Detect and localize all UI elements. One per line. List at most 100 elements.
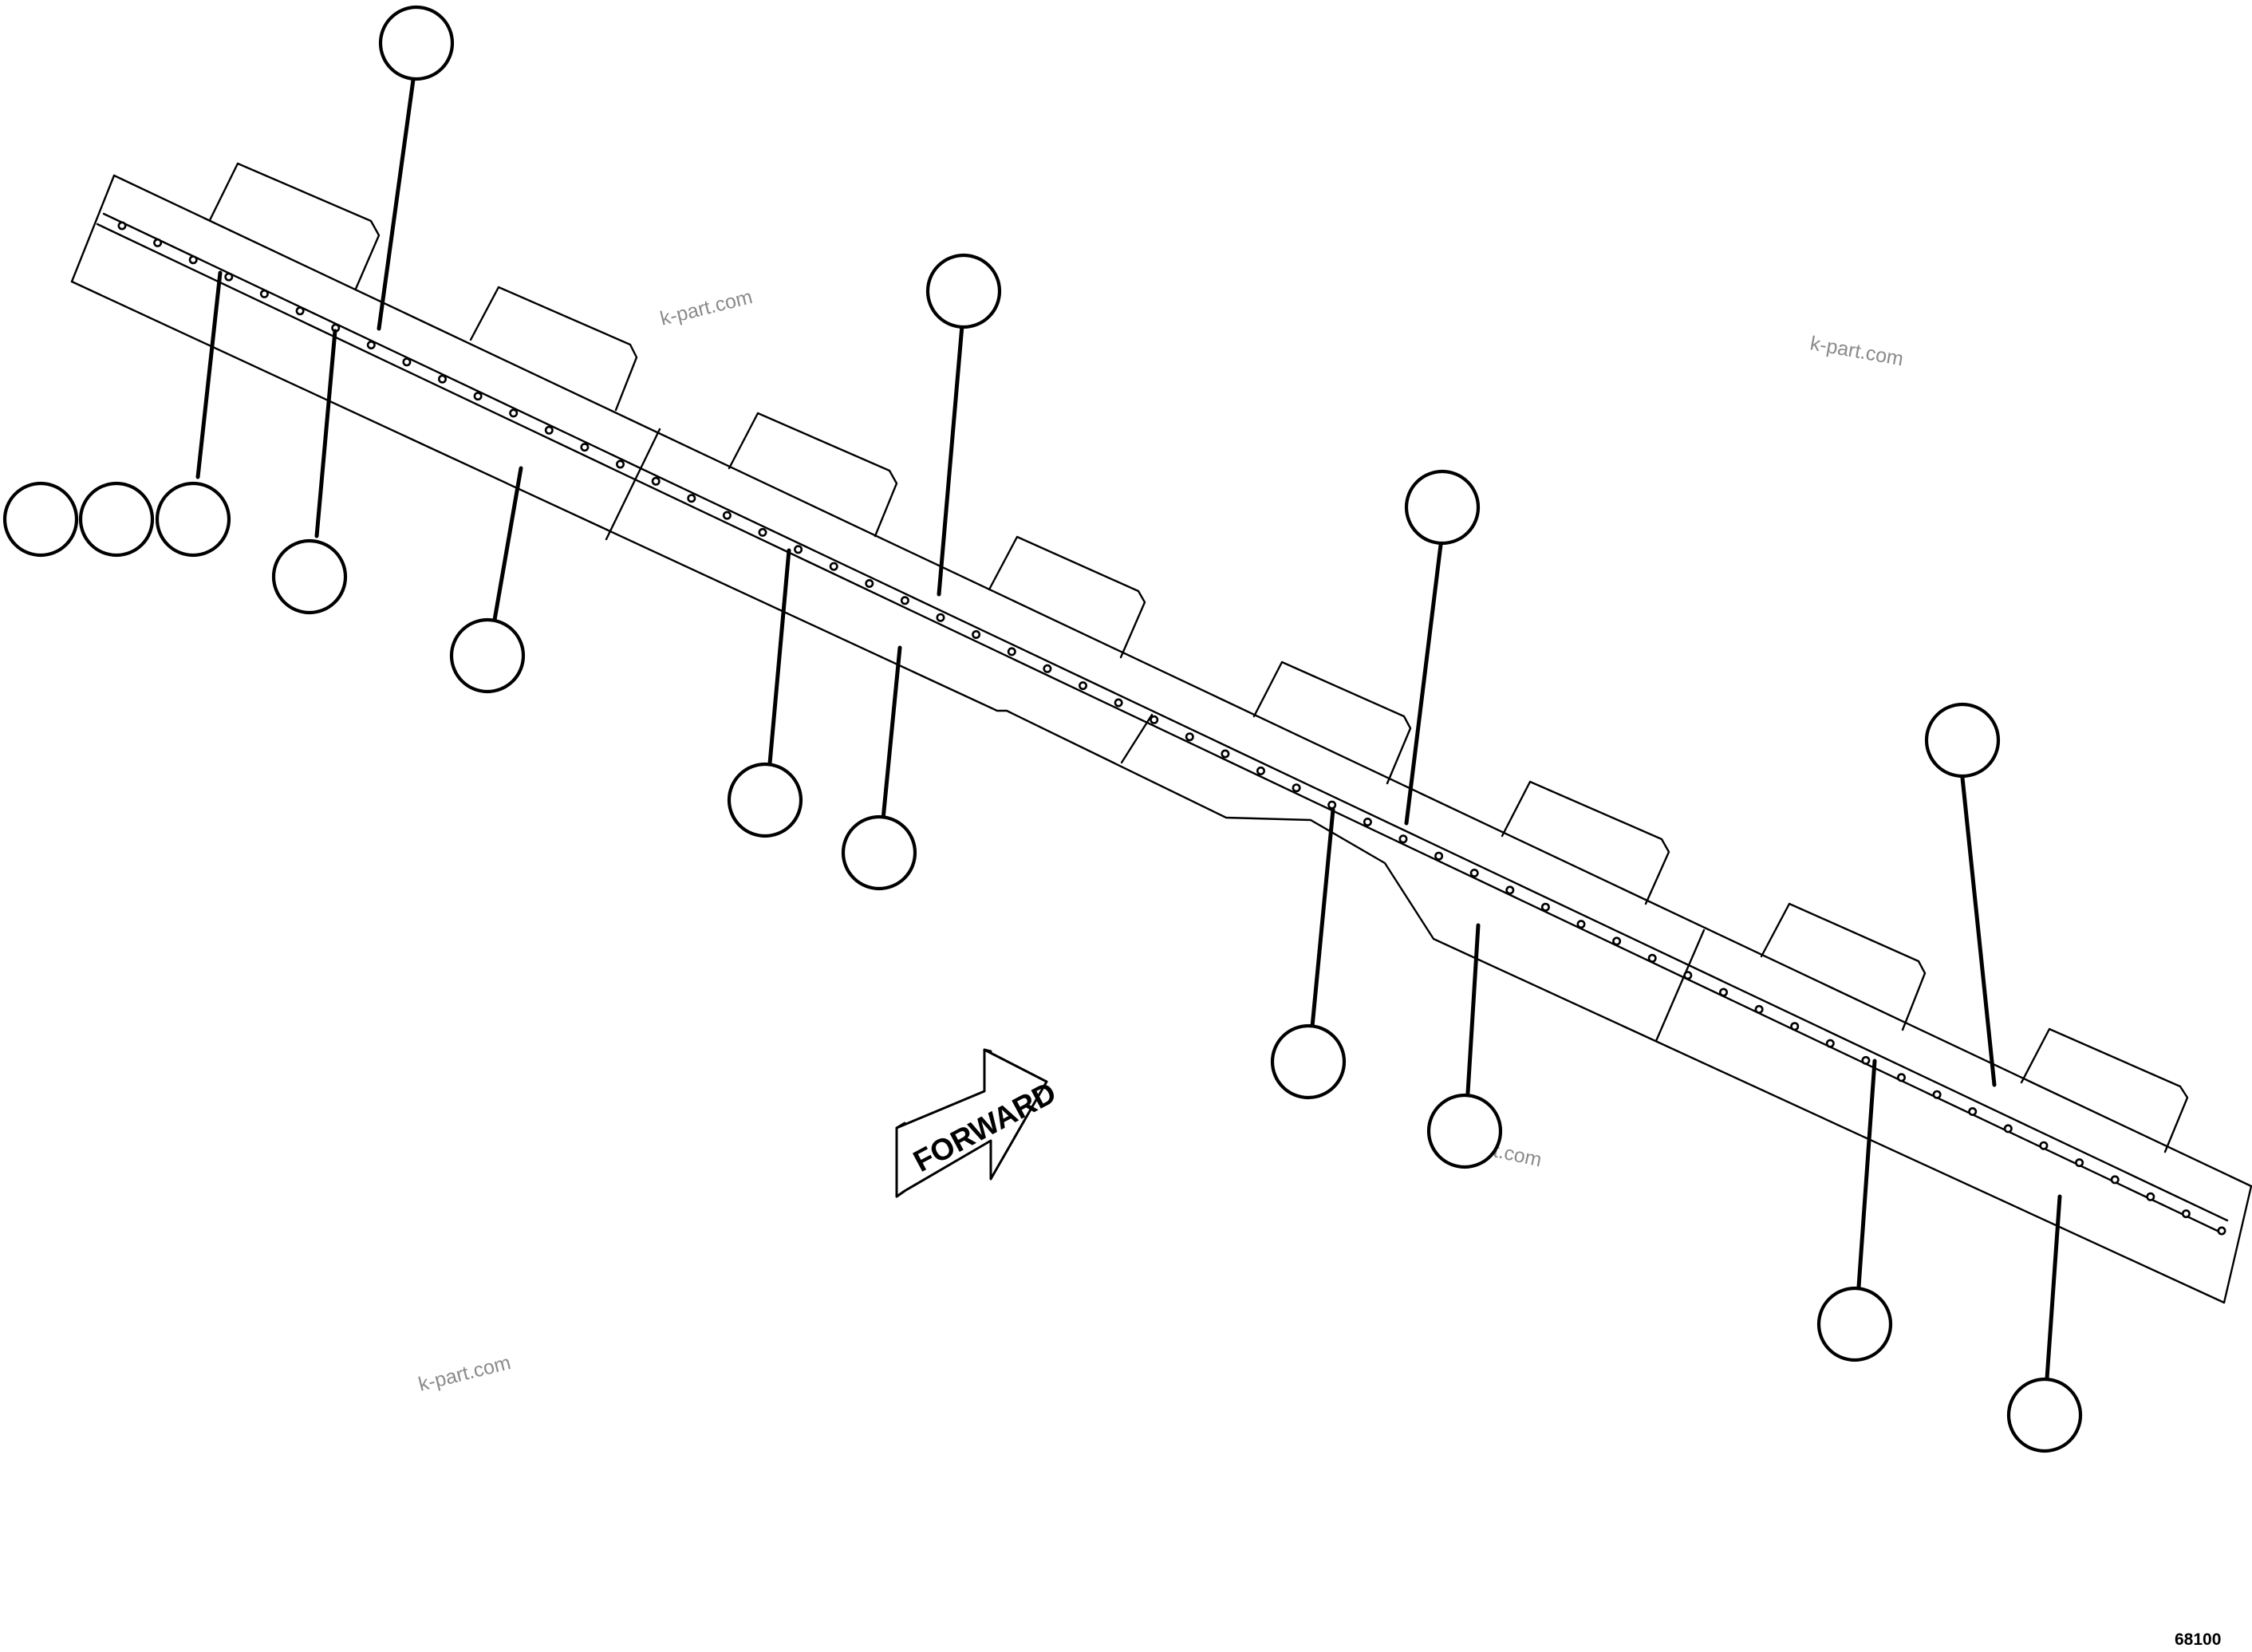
rivet bbox=[580, 443, 590, 452]
rivet bbox=[259, 289, 269, 298]
rivet bbox=[1221, 749, 1230, 759]
tab-3 bbox=[728, 412, 898, 538]
rivet bbox=[1790, 1022, 1800, 1031]
leader-line bbox=[492, 466, 523, 622]
rivet bbox=[1256, 766, 1266, 775]
rivet bbox=[1897, 1073, 1907, 1082]
rivet bbox=[366, 340, 376, 349]
rivet bbox=[1007, 647, 1016, 656]
rivet bbox=[153, 238, 163, 247]
callout-balloon[interactable] bbox=[727, 762, 803, 838]
rivet bbox=[1327, 800, 1337, 810]
tab-8 bbox=[2020, 1027, 2189, 1153]
callout-balloons bbox=[2, 5, 2083, 1453]
callout-balloon[interactable] bbox=[1816, 1286, 1893, 1362]
rivet bbox=[1540, 902, 1550, 912]
rivet bbox=[1043, 664, 1052, 673]
rivet bbox=[1114, 698, 1123, 708]
leader-line bbox=[2045, 1194, 2062, 1381]
rivet bbox=[972, 629, 981, 639]
rivet bbox=[1861, 1055, 1871, 1065]
rivet bbox=[722, 511, 732, 520]
leader-line bbox=[314, 329, 337, 538]
rivet bbox=[1398, 834, 1408, 844]
rivet bbox=[1434, 851, 1444, 861]
callout-balloon[interactable] bbox=[1426, 1093, 1503, 1169]
watermark: k-part.com bbox=[416, 1351, 513, 1396]
rivet bbox=[2181, 1209, 2191, 1219]
rivet bbox=[437, 374, 447, 384]
rivet bbox=[1292, 783, 1301, 793]
leader-line bbox=[881, 645, 902, 822]
leader-line bbox=[1310, 807, 1335, 1029]
callout-balloon[interactable] bbox=[271, 538, 348, 615]
rivet bbox=[758, 527, 767, 537]
panel-joint-1 bbox=[605, 428, 661, 541]
callout-balloon[interactable] bbox=[449, 617, 526, 694]
hinged-strip-assembly bbox=[70, 162, 2252, 1304]
tab-5 bbox=[1252, 660, 1412, 785]
tab-1 bbox=[208, 162, 381, 290]
tab-7 bbox=[1760, 902, 1927, 1031]
callout-balloon[interactable] bbox=[2006, 1377, 2083, 1453]
rivet bbox=[2003, 1124, 2013, 1134]
callout-balloon[interactable] bbox=[378, 5, 455, 81]
strip-right-end bbox=[2222, 1185, 2252, 1304]
rivet bbox=[1185, 732, 1194, 742]
callout-balloon[interactable] bbox=[1924, 702, 2001, 779]
rivet bbox=[1719, 988, 1729, 997]
rivet bbox=[2075, 1158, 2084, 1168]
rivet bbox=[651, 476, 661, 486]
leader-lines bbox=[195, 77, 2062, 1381]
rivet bbox=[1825, 1039, 1835, 1048]
callout-balloon[interactable] bbox=[2, 481, 79, 558]
rivet bbox=[117, 221, 127, 231]
rivet bbox=[509, 408, 519, 418]
rivet bbox=[295, 306, 305, 316]
callout-balloon[interactable] bbox=[841, 814, 917, 891]
rivet bbox=[1683, 971, 1693, 980]
leader-line bbox=[1404, 542, 1443, 826]
leader-line bbox=[1465, 923, 1481, 1095]
watermark: k-part.com bbox=[1808, 332, 1905, 370]
rivet bbox=[615, 459, 625, 469]
leader-line bbox=[1856, 1059, 1877, 1289]
rivet bbox=[829, 562, 838, 571]
rivet bbox=[402, 357, 412, 367]
watermark: k-part.com bbox=[658, 286, 755, 330]
leader-line bbox=[195, 270, 223, 479]
strip-hinge-edge-top bbox=[102, 212, 2229, 1222]
callout-balloon[interactable] bbox=[1404, 469, 1481, 546]
rivet bbox=[224, 272, 234, 282]
rivet bbox=[1576, 920, 1586, 929]
rivet bbox=[1968, 1107, 1978, 1117]
rivet bbox=[544, 425, 554, 435]
tab-4 bbox=[988, 535, 1146, 659]
tab-6 bbox=[1501, 780, 1670, 905]
callout-balloon[interactable] bbox=[78, 481, 155, 558]
rivet bbox=[900, 596, 909, 605]
rivet bbox=[1363, 818, 1372, 827]
rivet bbox=[2146, 1192, 2155, 1201]
forward-arrow-icon: FORWARD bbox=[895, 1048, 1062, 1198]
watermark-layer: k-part.com k-part.com k-part.com k-part.… bbox=[416, 286, 1905, 1396]
leader-line bbox=[1960, 775, 1997, 1087]
strip-hinge-edge-bottom bbox=[96, 223, 2224, 1235]
rivet-row bbox=[117, 221, 2226, 1236]
strip-lower-edge bbox=[70, 280, 2226, 1304]
rivet bbox=[1469, 869, 1479, 878]
rivet bbox=[794, 545, 803, 554]
rivet bbox=[1612, 936, 1622, 946]
rivet bbox=[1754, 1004, 1764, 1014]
rivet bbox=[188, 255, 198, 265]
rivet bbox=[936, 613, 945, 622]
rivet bbox=[1079, 681, 1088, 691]
callout-balloon[interactable] bbox=[925, 253, 1002, 329]
strip-upper-edge bbox=[112, 174, 2252, 1188]
tab-2 bbox=[469, 286, 638, 412]
callout-balloon[interactable] bbox=[155, 481, 231, 558]
callout-balloon[interactable] bbox=[1270, 1023, 1347, 1100]
rivet bbox=[1647, 953, 1657, 963]
forward-arrow-face bbox=[895, 1048, 1048, 1198]
